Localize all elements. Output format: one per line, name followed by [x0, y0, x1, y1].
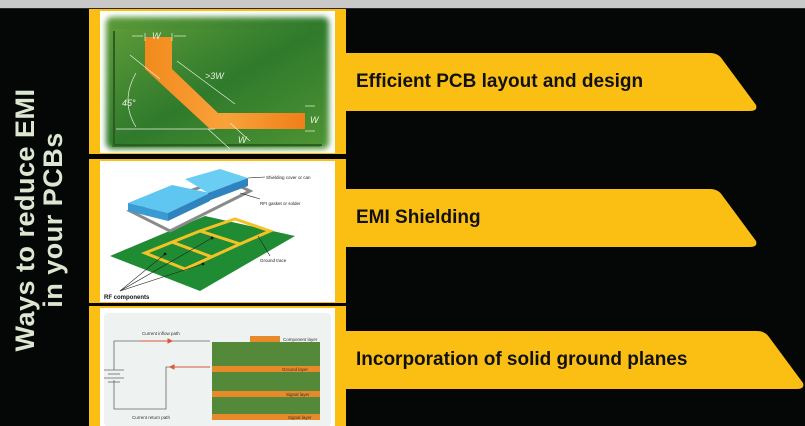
label-rf-components: RF components: [104, 295, 150, 301]
label-signal-layer-1: Signal layer: [286, 392, 310, 397]
ground-plane-image: Current inflow path Current return path …: [100, 308, 335, 426]
pcb-trace-image: W >3W 45° W W: [100, 11, 335, 153]
component-layer: [250, 336, 280, 342]
current-arrows: [140, 338, 210, 370]
annotation-w-diagonal: W: [238, 135, 248, 145]
page-title: Ways to reduce EMI in your PCBs: [10, 88, 68, 352]
top-bar: [0, 0, 805, 9]
label-component-layer: Component layer: [283, 337, 318, 342]
label-ground-trace: Ground trace: [260, 258, 287, 263]
banner-emi-shielding: EMI Shielding: [346, 189, 758, 247]
title-container: Ways to reduce EMI in your PCBs: [10, 60, 68, 380]
banner-efficient-layout: Efficient PCB layout and design: [346, 53, 758, 111]
banner-label: Incorporation of solid ground planes: [356, 349, 688, 370]
panel-emi-shielding: Shielding cover or can RFI gasket or sol…: [89, 159, 346, 303]
shield-can-left: [128, 185, 210, 213]
pcb-stack: [212, 342, 320, 419]
banner-shape: [346, 331, 804, 389]
label-shielding-cover: Shielding cover or can: [266, 175, 311, 180]
banner-ground-planes: Incorporation of solid ground planes: [346, 331, 805, 389]
shield-can-right: [185, 169, 248, 193]
annotation-w-top: W: [152, 31, 162, 41]
panel-ground-planes: Current inflow path Current return path …: [89, 306, 346, 426]
label-ground-layer: Ground layer: [282, 367, 309, 372]
copper-trace: [145, 37, 305, 129]
label-signal-layer-2: Signal layer: [288, 415, 312, 420]
label-current-inflow: Current inflow path: [142, 331, 180, 336]
label-current-return: Current return path: [132, 415, 171, 420]
layer-stack-diagram: Current inflow path Current return path …: [100, 308, 335, 426]
title-line-2: in your PCBs: [38, 132, 68, 308]
annotation-w-right: W: [310, 115, 320, 125]
shielding-diagram: Shielding cover or can RFI gasket or sol…: [100, 161, 335, 302]
banner-shape: [346, 53, 757, 111]
annotation-3w: >3W: [205, 71, 225, 81]
signal-layer-1: [212, 391, 320, 397]
ground-layer: [212, 366, 320, 372]
banner-label: EMI Shielding: [356, 207, 481, 228]
label-rfi-gasket: RFI gasket or solder: [260, 201, 301, 206]
annotation-45-degree: 45°: [122, 98, 136, 108]
signal-layer-2: [212, 414, 320, 420]
banner-label: Efficient PCB layout and design: [356, 71, 644, 92]
banner-shape: [346, 189, 757, 247]
pcb-trace-diagram: W >3W 45° W W: [102, 13, 333, 151]
title-line-1: Ways to reduce EMI: [10, 88, 40, 352]
panel-pcb-layout: W >3W 45° W W: [89, 9, 346, 154]
shielding-image: Shielding cover or can RFI gasket or sol…: [100, 161, 335, 302]
